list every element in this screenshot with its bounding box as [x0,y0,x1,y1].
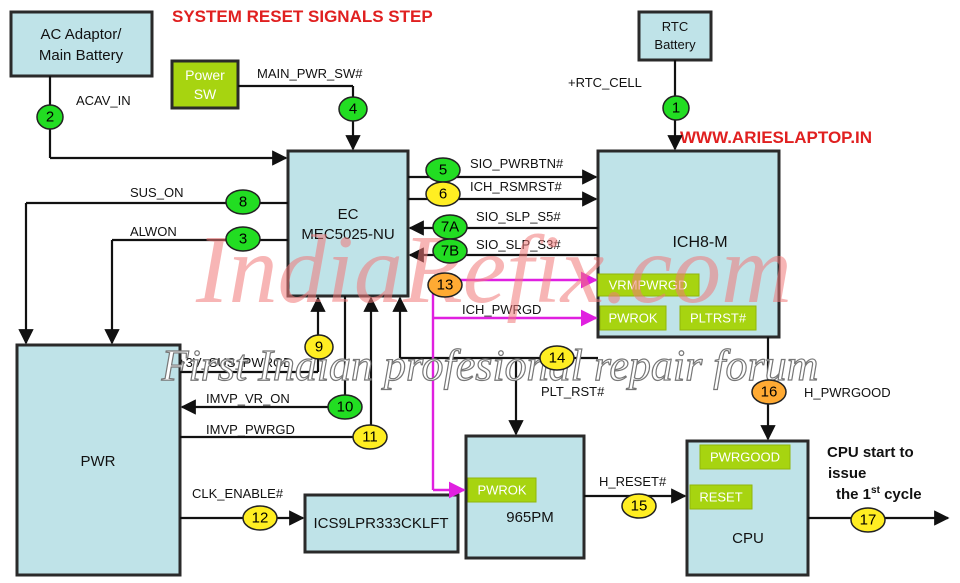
step-marker-7b-text: 7B [441,243,459,260]
step-marker-16-text: 16 [761,384,778,401]
step-marker-10-text: 10 [337,399,354,416]
step-marker-17-text: 17 [860,512,877,529]
sio-pwrbtn-label: SIO_PWRBTN# [470,156,564,171]
diagram-title: SYSTEM RESET SIGNALS STEP [172,7,433,26]
reset-tag: RESET [689,484,753,510]
acav-in-label: ACAV_IN [76,93,131,108]
step-marker-10: 10 [327,394,363,420]
rtc-battery-label-2: Battery [654,37,696,52]
ec-label: EC [338,206,359,223]
ec-block: EC MEC5025-NU [286,149,410,298]
pwr-block: PWR [15,343,182,577]
alwon-label: ALWON [130,224,177,239]
h-pwrgood-label: H_PWRGOOD [804,385,891,400]
cpu-note-line-3-end: cycle [880,486,922,503]
rtc-battery-label-1: RTC [662,19,688,34]
ich-pwrok-tag: PWROK [599,305,667,331]
step-marker-11: 11 [352,424,388,450]
pwrgood-tag: PWRGOOD [699,444,791,470]
pltrst-tag-label: PLTRST# [690,311,747,326]
step-marker-13: 13 [427,272,463,298]
sus-on-label: SUS_ON [130,185,183,200]
step-marker-1-text: 1 [672,100,680,117]
step-marker-8-text: 8 [239,194,247,211]
step-marker-5-text: 5 [439,162,447,179]
cpu-start-note: CPU start to issue the 1st cycle [827,444,922,503]
step-marker-3-text: 3 [239,231,247,248]
step-marker-15-text: 15 [631,498,648,515]
pwr-label: PWR [81,453,116,470]
step-marker-8: 8 [225,189,261,215]
h-reset-label: H_RESET# [599,474,667,489]
cpu-label: CPU [732,530,764,547]
ac-adaptor-label-1: AC Adaptor/ [41,26,123,43]
nb-pwrok-tag-label: PWROK [477,483,526,498]
step-marker-7b: 7B [432,238,468,264]
cpu-note-line-1: CPU start to [827,444,914,461]
ich-label: ICH8-M [672,234,727,251]
step-marker-13-text: 13 [437,277,454,294]
watermark-sub: First Indian profesional repair forum [161,341,819,390]
step-marker-4: 4 [338,96,368,122]
ich-rsmrst-label: ICH_RSMRST# [470,179,563,194]
sus-pwrgd-label: +3V_SUS_PWRGD [178,355,293,370]
step-marker-2: 2 [36,104,64,130]
cpu-note-line-2: issue [828,465,866,482]
step-marker-12: 12 [242,505,278,531]
vrmpwrgd-tag: VRMPWRGD [597,273,700,297]
clock-generator-block: ICS9LPR333CKLFT [303,493,460,554]
ac-adaptor-block: AC Adaptor/ Main Battery [9,10,154,78]
step-marker-7a-text: 7A [441,219,459,236]
vrmpwrgd-tag-label: VRMPWRGD [609,278,688,293]
step-marker-7a: 7A [432,214,468,240]
sio-slp-s3-label: SIO_SLP_S3# [476,237,561,252]
svg-text:the 1st cycle: the 1st cycle [836,485,922,503]
ac-adaptor-label-2: Main Battery [39,47,124,64]
step-marker-9: 9 [304,334,334,360]
step-marker-3: 3 [225,226,261,252]
sio-slp-s5-label: SIO_SLP_S5# [476,209,561,224]
step-marker-4-text: 4 [349,101,357,118]
website-label: WWW.ARIESLAPTOP.IN [680,128,872,147]
power-switch-block: Power SW [170,59,240,110]
step-marker-9-text: 9 [315,339,323,356]
step-marker-2-text: 2 [46,109,54,126]
ich-pwrok-tag-label: PWROK [608,311,657,326]
nb-pwrok-tag: PWROK [467,477,537,503]
rtc-cell-label: +RTC_CELL [568,75,642,90]
power-switch-label-2: SW [194,86,217,102]
cpu-note-line-3: the 1 [836,486,871,503]
plt-rst-label: PLT_RST# [541,384,605,399]
step-marker-11-text: 11 [362,429,378,446]
step-marker-14-text: 14 [549,350,566,367]
step-marker-17: 17 [850,507,886,533]
step-marker-12-text: 12 [252,510,269,527]
main-pwr-sw-label: MAIN_PWR_SW# [257,66,363,81]
step-marker-16: 16 [751,379,787,405]
reset-tag-label: RESET [699,490,742,505]
step-marker-15: 15 [621,493,657,519]
step-marker-14: 14 [539,345,575,371]
watermark-main: IndiaRefix.com [195,216,792,324]
ich-pwrgd-label: ICH_PWRGD [462,302,541,317]
step-markers: 1 2 3 4 5 6 7A 7B 8 9 10 11 12 13 14 15 … [36,95,886,533]
cpu-note-superscript: st [871,485,881,496]
step-marker-5: 5 [425,157,461,183]
pltrst-tag: PLTRST# [679,305,757,331]
rtc-battery-block: RTC Battery [637,10,713,62]
clock-generator-label: ICS9LPR333CKLFT [313,515,448,532]
pwrgood-tag-label: PWRGOOD [710,450,780,465]
imvp-pwrgd-label: IMVP_PWRGD [206,422,295,437]
step-marker-6: 6 [425,181,461,207]
step-marker-6-text: 6 [439,186,447,203]
ec-part-label: MEC5025-NU [301,226,394,243]
clk-enable-label: CLK_ENABLE# [192,486,284,501]
step-marker-1: 1 [662,95,690,121]
northbridge-label: 965PM [506,509,554,526]
imvp-vr-on-label: IMVP_VR_ON [206,391,290,406]
power-switch-label-1: Power [185,67,225,83]
